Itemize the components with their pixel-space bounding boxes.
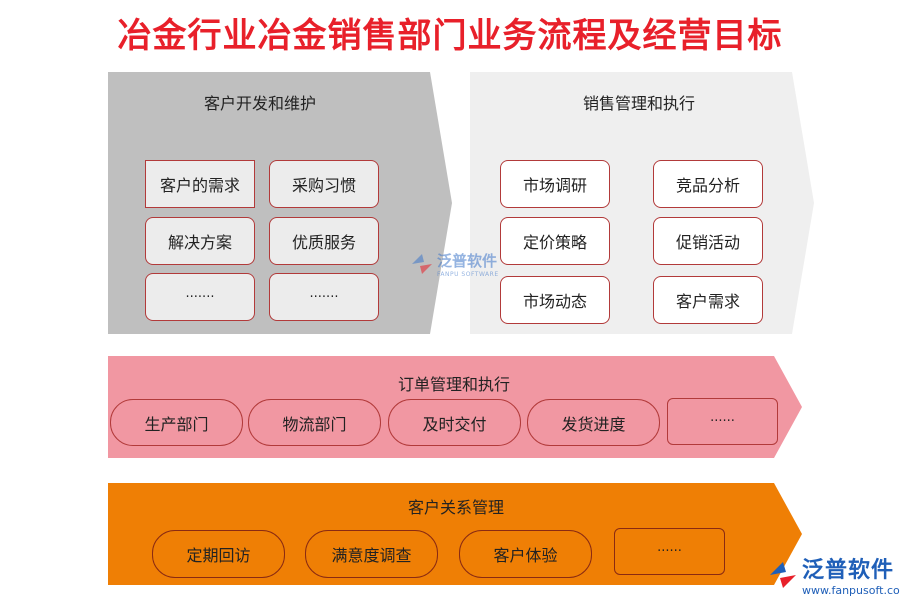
production-dept-pill: 生产部门 [110, 399, 243, 446]
logistics-dept-pill: 物流部门 [248, 399, 381, 446]
fanpu-logo: 泛普软件 www.fanpusoft.com [768, 552, 900, 597]
crm-header: 客户关系管理 [408, 498, 505, 517]
purchase-habits-box: 采购习惯 [269, 160, 379, 208]
shipping-progress-pill: 发货进度 [527, 399, 660, 446]
customer-demand-box: 客户需求 [653, 276, 763, 324]
competitor-analysis-box: 竞品分析 [653, 160, 763, 208]
order-mgmt-header: 订单管理和执行 [398, 375, 511, 394]
fanpu-watermark-icon [412, 254, 432, 274]
fanpu-logo-icon [770, 561, 796, 588]
watermark-name: 泛普软件 [437, 252, 498, 270]
order-more-box: ······ [667, 398, 778, 445]
market-research-box: 市场调研 [500, 160, 610, 208]
satisfaction-survey-pill: 满意度调查 [305, 530, 438, 578]
timely-delivery-pill: 及时交付 [388, 399, 521, 446]
regular-visit-pill: 定期回访 [152, 530, 285, 578]
logo-name: 泛普软件 [802, 558, 895, 583]
customer-dev-header: 客户开发和维护 [204, 94, 317, 113]
market-dynamics-box: 市场动态 [500, 276, 610, 324]
sales-mgmt-panel [470, 72, 814, 334]
customer-needs-box: 客户的需求 [145, 160, 255, 208]
quality-service-box: 优质服务 [269, 217, 379, 265]
page-title: 冶金行业冶金销售部门业务流程及经营目标 [117, 16, 783, 56]
watermark: 泛普软件 FANPU SOFTWARE [410, 250, 499, 278]
crm-more-box: ······ [614, 528, 725, 575]
pricing-strategy-box: 定价策略 [500, 217, 610, 265]
solution-box: 解决方案 [145, 217, 255, 265]
watermark-sub: FANPU SOFTWARE [437, 271, 499, 278]
logo-url: www.fanpusoft.com [802, 584, 900, 597]
more-box-2: ······· [269, 273, 379, 321]
more-box-1: ······· [145, 273, 255, 321]
sales-mgmt-header: 销售管理和执行 [583, 94, 696, 113]
customer-experience-pill: 客户体验 [459, 530, 592, 578]
promotion-box: 促销活动 [653, 217, 763, 265]
